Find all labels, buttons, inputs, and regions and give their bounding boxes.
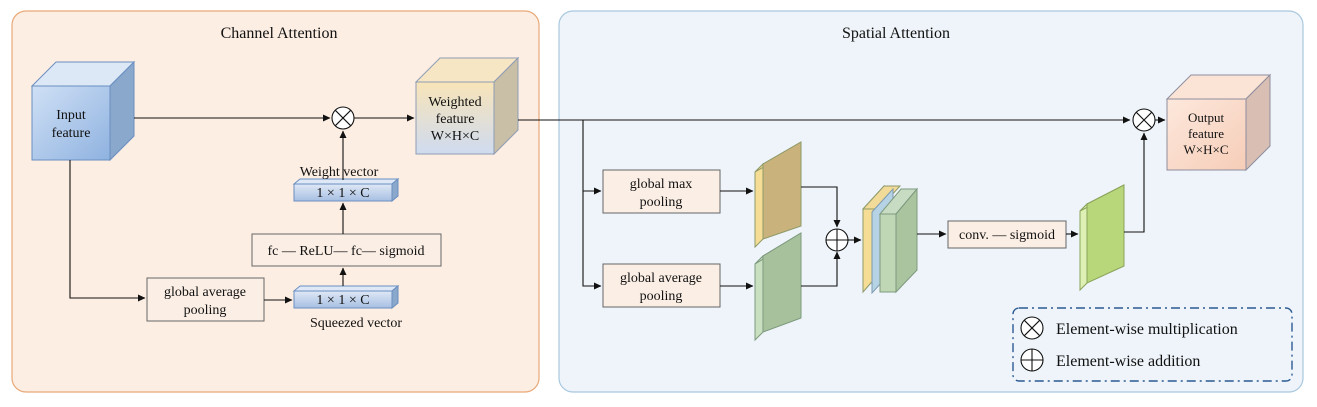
conv-sigmoid-block: conv. — sigmoid (947, 220, 1067, 249)
legend-add-icon (1020, 348, 1044, 372)
concatenated-maps (861, 184, 919, 295)
legend-multiply-icon (1020, 316, 1044, 340)
conv-sigmoid-text: conv. — sigmoid (959, 228, 1055, 243)
spatial-global-max-pooling: global max pooling (602, 169, 721, 214)
channel-multiply-op (331, 106, 355, 130)
max-pooled-map (754, 141, 802, 249)
channel-gap-label-2: pooling (184, 303, 227, 318)
spatial-multiply-op (1132, 108, 1156, 132)
output-feature-cube: Output feature W×H×C (1165, 73, 1272, 172)
legend: Element-wise multiplication Element-wise… (1012, 307, 1293, 382)
weight-vector-caption: Weight vector (300, 165, 379, 180)
gmp-label-2: pooling (640, 195, 683, 210)
weight-vector-bar: 1 × 1 × C (292, 177, 400, 203)
spatial-attention-map (1079, 184, 1125, 292)
avg-pooled-map (754, 232, 802, 342)
legend-addition-label: Element-wise addition (1056, 353, 1200, 370)
weighted-feature-label-1: Weighted (428, 95, 481, 110)
spatial-add-op (825, 228, 849, 252)
squeezed-vector-bar: 1 × 1 × C (292, 284, 400, 310)
squeezed-vector-caption: Squeezed vector (310, 316, 402, 331)
output-feature-label-2: feature (1188, 126, 1224, 141)
output-feature-label-1: Output (1188, 110, 1225, 125)
weighted-feature-label-3: W×H×C (431, 129, 479, 144)
spatial-global-average-pooling: global average pooling (602, 263, 721, 308)
channel-gap-label-1: global average (164, 285, 246, 300)
fc-chain-text: fc — ReLU— fc— sigmoid (267, 244, 424, 259)
sgap-label-2: pooling (640, 289, 683, 304)
legend-multiplication-label: Element-wise multiplication (1056, 321, 1238, 338)
output-feature-label-3: W×H×C (1184, 142, 1229, 157)
weighted-feature-cube: Weighted feature W×H×C (414, 56, 520, 156)
spatial-attention-title: Spatial Attention (842, 25, 950, 42)
fc-relu-fc-sigmoid-block: fc — ReLU— fc— sigmoid (251, 233, 442, 267)
weighted-feature-label-2: feature (436, 112, 475, 127)
gmp-label-1: global max (630, 177, 693, 192)
input-feature-label-1: Input (56, 108, 86, 123)
channel-global-average-pooling: global average pooling (146, 277, 265, 322)
input-feature-cube: Input feature (30, 60, 136, 162)
spatial-attention-panel (558, 10, 1304, 393)
channel-attention-title: Channel Attention (221, 25, 338, 42)
weight-vector-text: 1 × 1 × C (316, 186, 369, 201)
sgap-label-1: global average (620, 271, 702, 286)
input-feature-label-2: feature (52, 126, 91, 141)
squeezed-vector-text: 1 × 1 × C (316, 293, 369, 308)
